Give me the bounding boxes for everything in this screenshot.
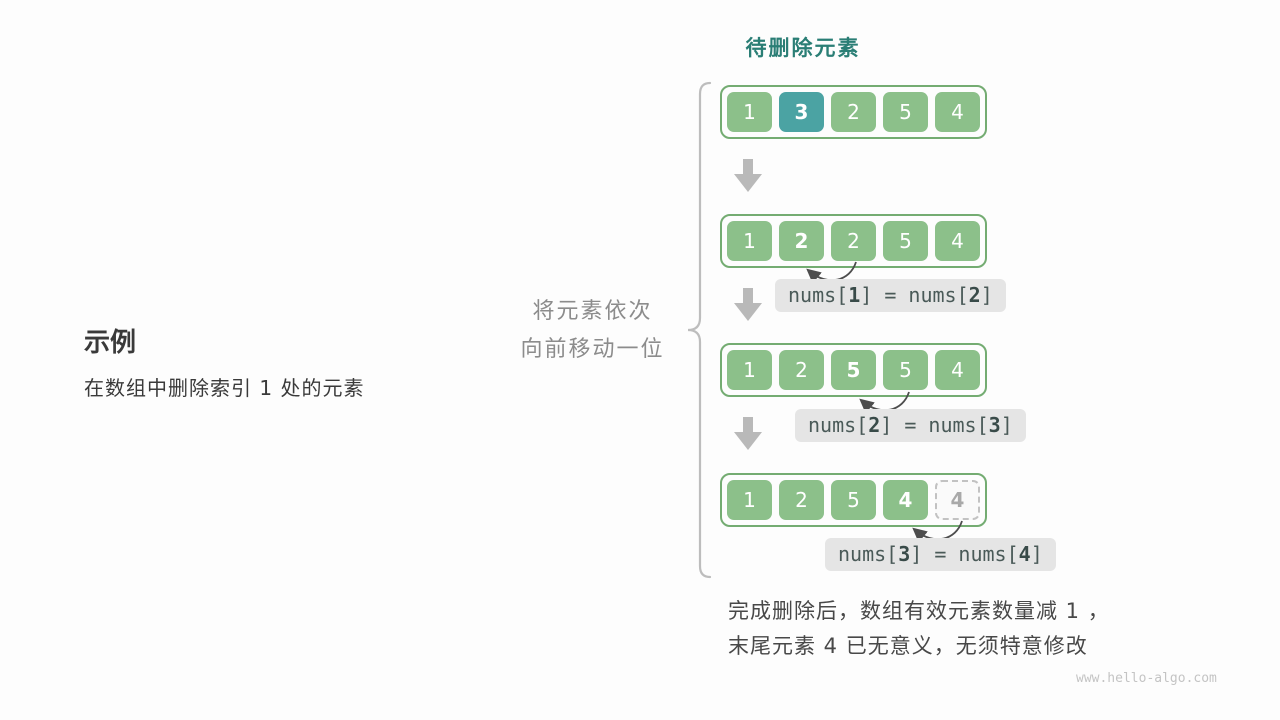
code-index: 1 (848, 283, 861, 307)
pending-delete-label: 待删除元素 (745, 36, 861, 60)
code-index: 2 (868, 413, 881, 437)
example-description: 在数组中删除索引 1 处的元素 (84, 376, 365, 400)
code-index: 3 (988, 413, 1001, 437)
code-fragment: nums[ (838, 542, 899, 566)
code-fragment: ] (1030, 542, 1043, 566)
assignment-label-1: nums[1] = nums[2] (775, 279, 1006, 312)
code-fragment: ] = nums[ (880, 413, 989, 437)
array-cell: 2 (779, 480, 824, 520)
completion-note: 完成删除后，数组有效元素数量减 1 ， 末尾元素 4 已无意义，无须特意修改 (728, 594, 1110, 664)
code-fragment: ] (980, 283, 993, 307)
array-cell-ghost: 4 (935, 480, 980, 520)
assignment-label-2: nums[2] = nums[3] (795, 409, 1026, 442)
completion-note-line1: 完成删除后，数组有效元素数量减 1 ， (728, 599, 1110, 623)
assignment-label-3: nums[3] = nums[4] (825, 538, 1056, 571)
code-index: 2 (968, 283, 981, 307)
example-block: 示例 在数组中删除索引 1 处的元素 (84, 322, 364, 401)
array-state-0: 1 3 2 5 4 (720, 85, 987, 139)
code-fragment: ] = nums[ (860, 283, 969, 307)
shift-hint-line2: 向前移动一位 (520, 337, 665, 362)
code-fragment: nums[ (808, 413, 869, 437)
array-state-2: 1 2 5 5 4 (720, 343, 987, 397)
array-cell: 2 (779, 350, 824, 390)
array-cell: 1 (727, 480, 772, 520)
array-cell-moved: 4 (883, 480, 928, 520)
down-arrow-icon (734, 288, 762, 321)
array-cell-moved: 5 (831, 350, 876, 390)
array-cell: 5 (883, 350, 928, 390)
shift-hint-line1: 将元素依次 (532, 299, 653, 324)
code-index: 3 (898, 542, 911, 566)
array-cell: 4 (935, 92, 980, 132)
code-fragment: ] (1000, 413, 1013, 437)
array-cell: 4 (935, 350, 980, 390)
array-cell: 2 (831, 92, 876, 132)
array-cell: 5 (883, 92, 928, 132)
example-title: 示例 (84, 328, 137, 358)
array-cell: 2 (831, 221, 876, 261)
code-index: 4 (1018, 542, 1031, 566)
array-cell: 5 (831, 480, 876, 520)
brace-icon (687, 81, 712, 579)
down-arrow-icon (734, 159, 762, 192)
array-state-1: 1 2 2 5 4 (720, 214, 987, 268)
array-cell: 1 (727, 92, 772, 132)
array-cell-moved: 2 (779, 221, 824, 261)
watermark: www.hello-algo.com (1076, 671, 1217, 686)
array-state-3: 1 2 5 4 4 (720, 473, 987, 527)
shift-hint: 将元素依次 向前移动一位 (495, 293, 690, 369)
array-cell: 5 (883, 221, 928, 261)
array-cell: 4 (935, 221, 980, 261)
array-cell: 1 (727, 350, 772, 390)
code-fragment: ] = nums[ (910, 542, 1019, 566)
code-fragment: nums[ (788, 283, 849, 307)
down-arrow-icon (734, 417, 762, 450)
array-cell-to-delete: 3 (779, 92, 824, 132)
array-cell: 1 (727, 221, 772, 261)
completion-note-line2: 末尾元素 4 已无意义，无须特意修改 (728, 634, 1088, 658)
